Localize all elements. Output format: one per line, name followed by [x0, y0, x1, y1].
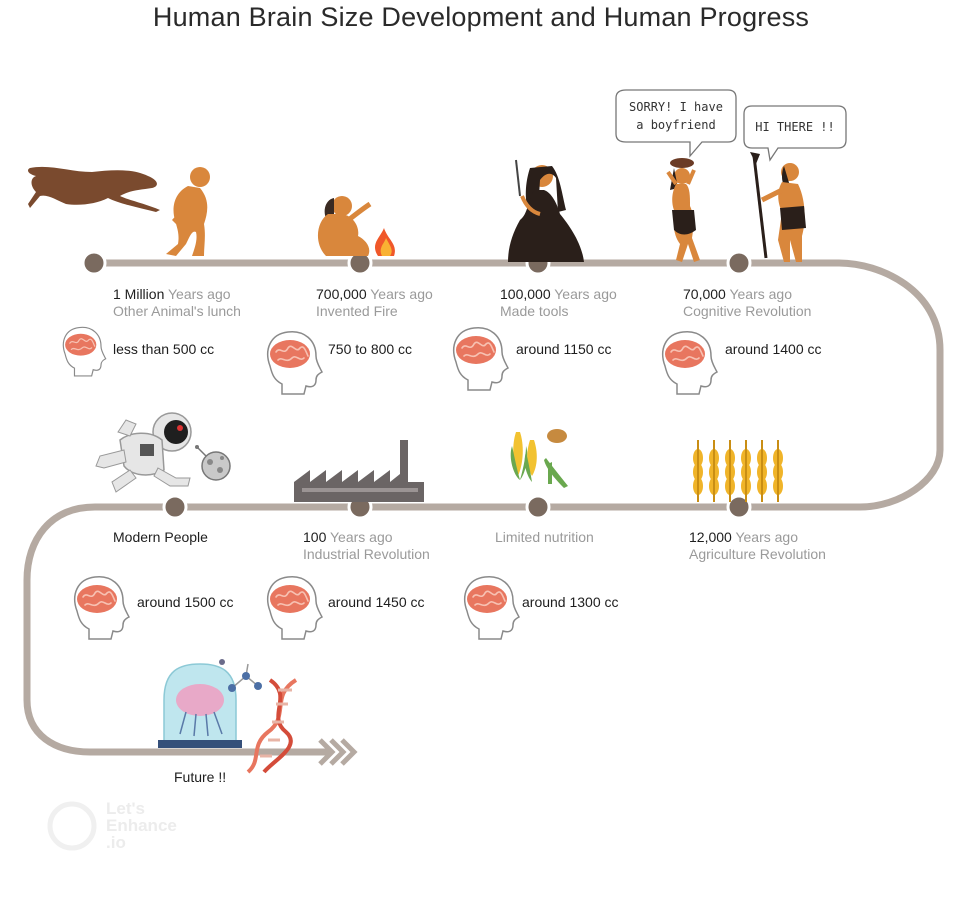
brain-icon [463, 575, 520, 640]
tool-maker-illustration [508, 159, 584, 262]
watermark-line: Let's [106, 799, 145, 818]
timeline-track [23, 259, 944, 756]
milestone-label: 12,000 Years ago Agriculture Revolution [689, 529, 826, 563]
brain-size-label: less than 500 cc [113, 341, 215, 357]
milestone-value: 70,000 [683, 286, 726, 302]
milestone-unit: Years ago [729, 286, 793, 302]
brain-icon [266, 330, 323, 395]
timeline-node [81, 250, 107, 276]
brain-jar-illustration [158, 663, 242, 748]
early-human-illustration [166, 167, 210, 256]
brain-icon [452, 326, 509, 391]
brain-size-label: around 1400 cc [725, 341, 822, 357]
milestone-value: 100,000 [500, 286, 551, 302]
milestone-value: Future !! [174, 769, 227, 785]
astronaut-illustration [95, 412, 192, 493]
corn-illustration [510, 432, 537, 482]
milestone-event: Cognitive Revolution [683, 303, 812, 319]
brain-size-label: around 1450 cc [328, 594, 425, 610]
man-with-spear-illustration [750, 152, 806, 262]
brain-icon [266, 575, 323, 640]
milestone-event: Other Animal's lunch [113, 303, 241, 319]
brain-size-label: around 1150 cc [516, 341, 612, 357]
timeline-arrow [318, 738, 358, 766]
milestone-label: 70,000 Years ago Cognitive Revolution [683, 286, 811, 320]
milestone-event: Industrial Revolution [303, 546, 430, 562]
factory-illustration [294, 440, 424, 502]
watermark-logo [47, 801, 97, 851]
brain-size-label: around 1300 cc [522, 594, 619, 610]
milestone-value: 700,000 [316, 286, 367, 302]
milestone-event: Limited nutrition [495, 529, 594, 545]
milestone-label: 1 Million Years ago Other Animal's lunch [113, 286, 241, 320]
brain-icon [73, 575, 130, 640]
speech-bubble-man [743, 105, 847, 162]
speech-bubble-woman-text: SORRY! I have a boyfriend [620, 98, 732, 134]
timeline-node [726, 494, 752, 520]
moon-illustration [195, 445, 231, 481]
milestone-label: 100 Years ago Industrial Revolution [303, 529, 430, 563]
bubble-line: SORRY! I have [629, 100, 723, 114]
timeline-node [726, 250, 752, 276]
wheat-illustration [693, 440, 783, 502]
watermark-line: Enhance [106, 816, 177, 835]
milestone-event: Made tools [500, 303, 569, 319]
milestone-unit: Years ago [370, 286, 433, 302]
brain-size-label: 750 to 800 cc [328, 341, 413, 357]
watermark-line: .io [106, 833, 126, 852]
milestone-unit: Years ago [168, 286, 231, 302]
milestone-value: 100 [303, 529, 327, 545]
page-title: Human Brain Size Development and Human P… [152, 2, 810, 32]
milestone-unit: Years ago [330, 529, 393, 545]
timeline-node [525, 494, 551, 520]
watermark-text: Let's Enhance .io [106, 800, 177, 851]
speech-bubble-man-text: HI THERE !! [755, 120, 835, 134]
cheetah-illustration [28, 166, 160, 212]
pea-pod-illustration [544, 458, 568, 488]
milestone-event: Invented Fire [316, 303, 398, 319]
timeline-node [162, 494, 188, 520]
milestone-value: 1 Million [113, 286, 165, 302]
milestone-label: Limited nutrition [495, 529, 594, 546]
brain-icon [661, 330, 718, 395]
brain-icon [62, 326, 107, 377]
brain-size-label: around 1500 cc [137, 594, 234, 610]
milestone-event: Agriculture Revolution [689, 546, 826, 562]
milestone-unit: Years ago [735, 529, 799, 545]
milestone-label: Modern People [113, 529, 208, 546]
milestone-label: 700,000 Years ago Invented Fire [316, 286, 433, 320]
fire-maker-illustration [317, 196, 395, 256]
milestone-value: 12,000 [689, 529, 732, 545]
dna-illustration [219, 659, 298, 774]
speech-bubble-woman [615, 89, 737, 158]
milestone-label: 100,000 Years ago Made tools [500, 286, 617, 320]
potato-illustration [547, 429, 567, 443]
woman-illustration [666, 158, 700, 262]
bubble-line: a boyfriend [636, 118, 716, 132]
milestone-value: Modern People [113, 529, 208, 545]
milestone-label: Future !! [174, 769, 226, 786]
milestone-unit: Years ago [554, 286, 617, 302]
